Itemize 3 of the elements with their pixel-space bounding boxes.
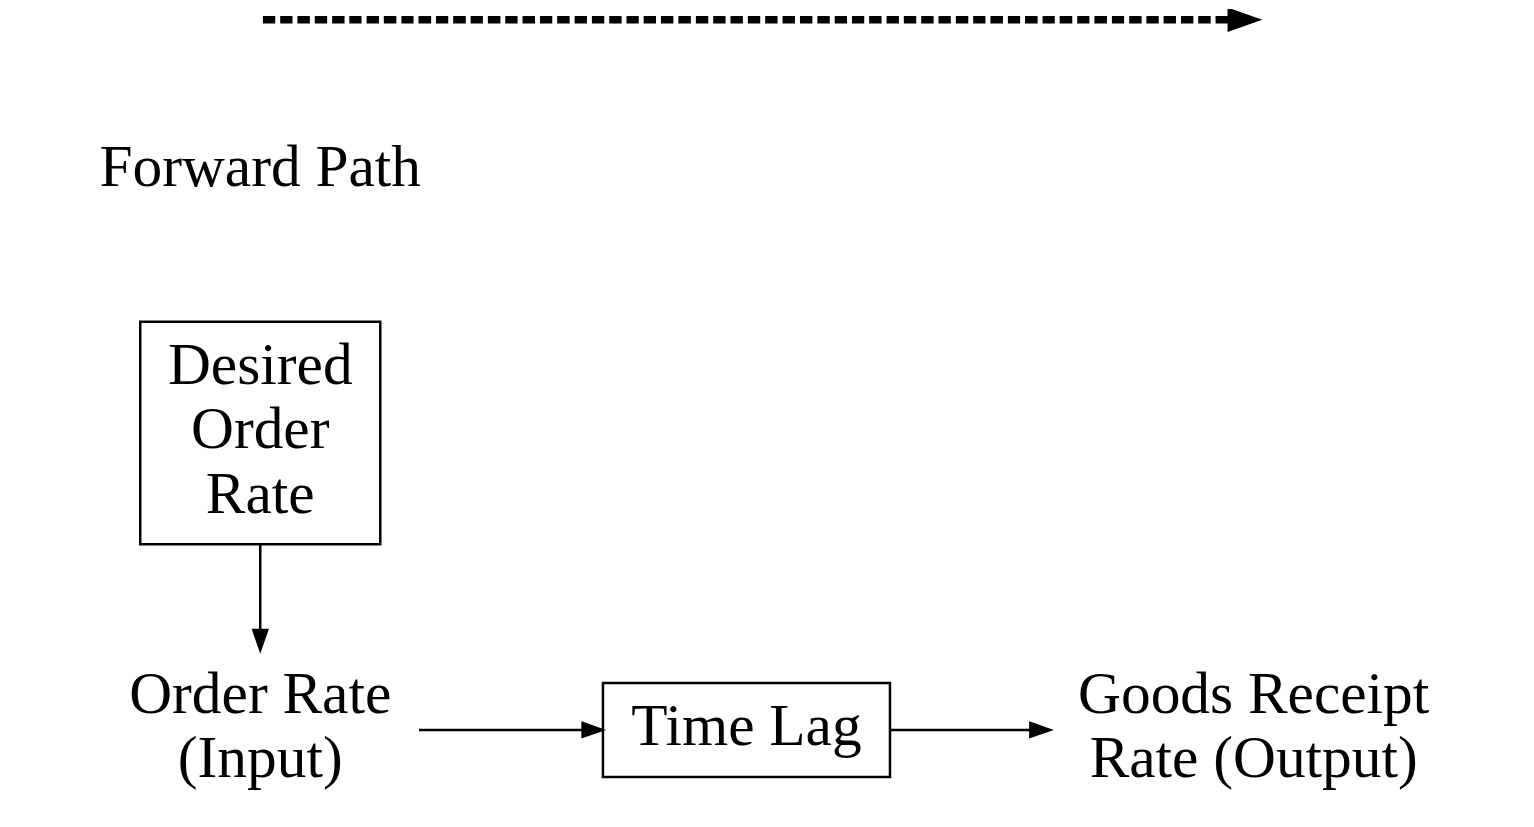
- node-text: Goods Receipt Rate (Output): [1077, 659, 1429, 790]
- label: Forward Path: [98, 132, 421, 199]
- node-text: Order Rate (Input): [128, 659, 391, 790]
